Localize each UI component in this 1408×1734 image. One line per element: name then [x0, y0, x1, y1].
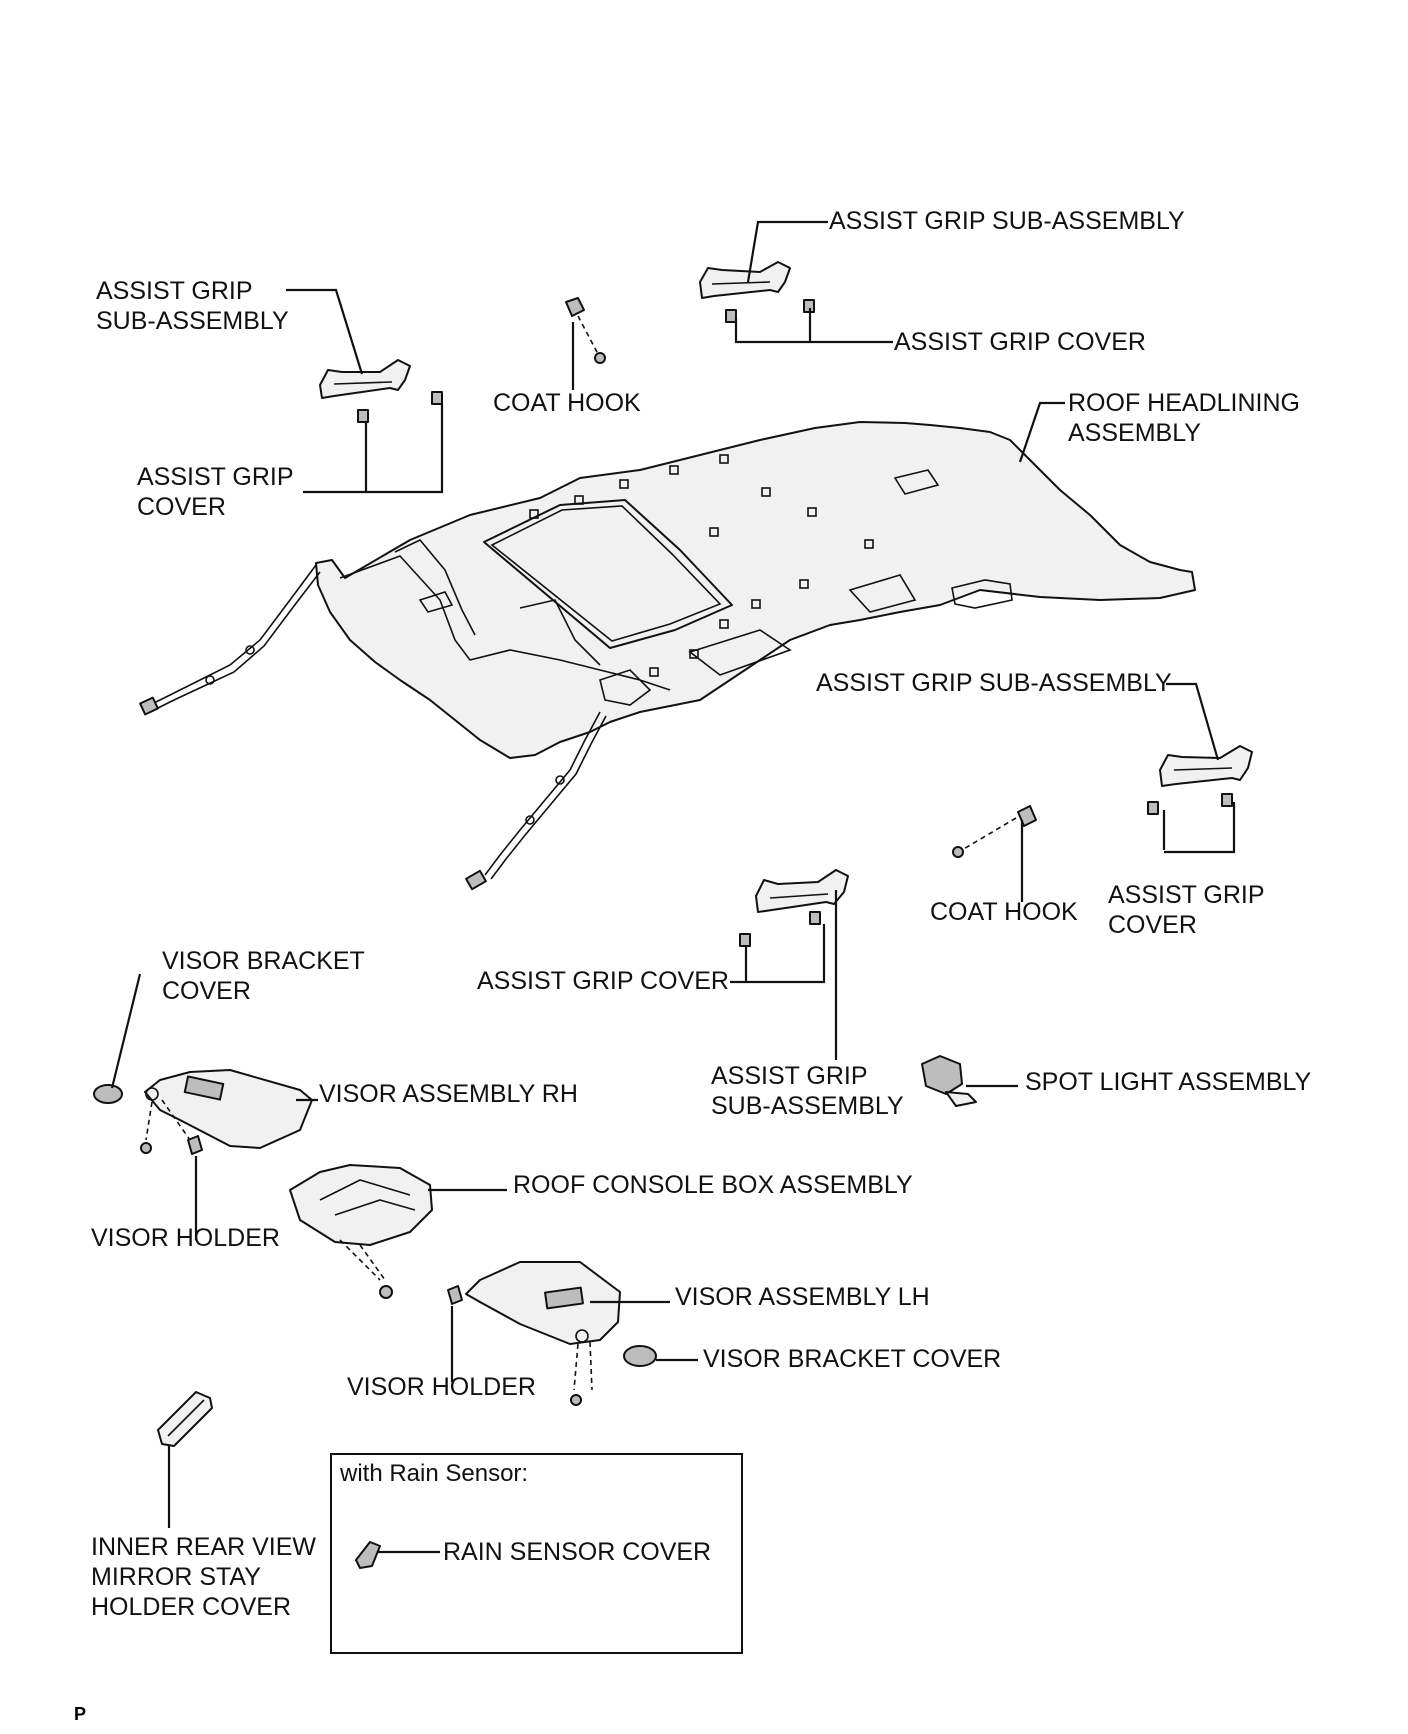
mirror-stay-holder-drawing — [157, 1391, 213, 1447]
assist-grip-drawing-top — [699, 261, 815, 323]
page-mark: P — [74, 1704, 87, 1724]
label-assist-grip-cover-right: ASSIST GRIP COVER — [1108, 881, 1265, 939]
roof-console-drawing — [289, 1164, 433, 1299]
label-coat-hook-top: COAT HOOK — [493, 389, 641, 417]
label-spot-light-assembly: SPOT LIGHT ASSEMBLY — [1025, 1068, 1312, 1096]
label-assist-grip-cover-top: ASSIST GRIP COVER — [894, 328, 1146, 356]
assist-grip-drawing-left — [319, 359, 443, 423]
label-assist-grip-sub-assembly-left: ASSIST GRIP SUB-ASSEMBLY — [96, 277, 289, 335]
label-visor-assembly-rh: VISOR ASSEMBLY RH — [319, 1080, 578, 1108]
label-assist-grip-sub-assembly-top: ASSIST GRIP SUB-ASSEMBLY — [829, 207, 1185, 235]
label-assist-grip-cover-left: ASSIST GRIP COVER — [137, 463, 294, 521]
label-visor-bracket-cover-rh: VISOR BRACKET COVER — [162, 947, 365, 1005]
label-coat-hook-right: COAT HOOK — [930, 898, 1078, 926]
label-assist-grip-sub-assembly-center: ASSIST GRIP SUB-ASSEMBLY — [711, 1062, 904, 1120]
label-visor-holder-rh: VISOR HOLDER — [91, 1224, 280, 1252]
rain-sensor-cover-drawing — [355, 1541, 381, 1569]
rain-sensor-inset — [330, 1453, 743, 1654]
label-visor-bracket-cover-lh: VISOR BRACKET COVER — [703, 1345, 1002, 1373]
label-rain-sensor-cover: RAIN SENSOR COVER — [443, 1538, 712, 1566]
inset-title: with Rain Sensor: — [340, 1460, 529, 1487]
coat-hook-drawing-right — [952, 805, 1037, 858]
label-visor-holder-lh: VISOR HOLDER — [347, 1373, 536, 1401]
label-visor-assembly-lh: VISOR ASSEMBLY LH — [675, 1283, 930, 1311]
visor-rh-drawing — [93, 1069, 313, 1155]
visor-lh-drawing — [447, 1261, 657, 1406]
label-roof-console-box-assembly: ROOF CONSOLE BOX ASSEMBLY — [513, 1171, 913, 1199]
roof-headlining-drawing — [139, 421, 1196, 891]
leader-lines — [110, 220, 1236, 1554]
label-assist-grip-cover-center: ASSIST GRIP COVER — [477, 967, 729, 995]
assist-grip-drawing-right — [1147, 745, 1253, 815]
spot-light-drawing — [921, 1055, 977, 1107]
assist-grip-drawing-center — [739, 869, 849, 947]
coat-hook-drawing-top — [565, 297, 606, 364]
label-assist-grip-sub-assembly-right: ASSIST GRIP SUB-ASSEMBLY — [816, 669, 1172, 697]
label-roof-headlining-assembly: ROOF HEADLINING ASSEMBLY — [1068, 389, 1300, 447]
label-inner-rear-view-mirror-stay-holder-cover: INNER REAR VIEW MIRROR STAY HOLDER COVER — [91, 1533, 317, 1621]
